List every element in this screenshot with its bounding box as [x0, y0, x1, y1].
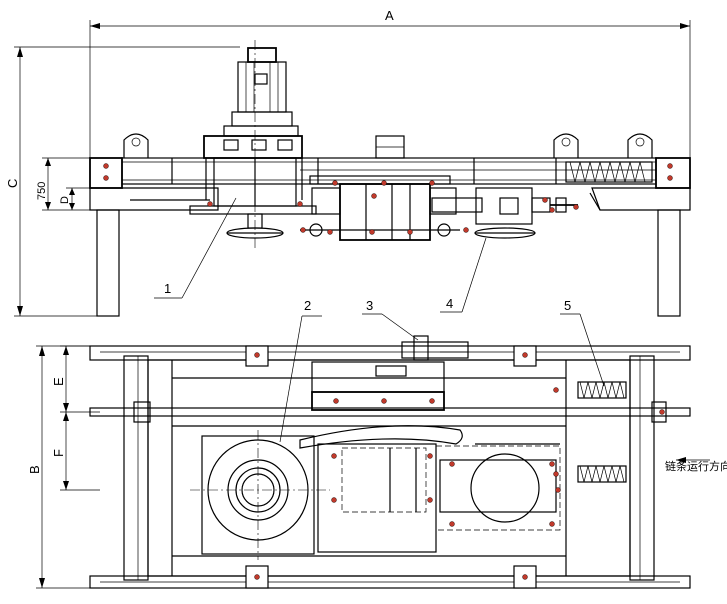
callout-1-label: 1 [164, 281, 171, 296]
dimension-c: C [5, 46, 240, 317]
mount-brackets [245, 345, 537, 589]
callout-3-label: 3 [366, 298, 373, 313]
limit-switch [401, 335, 469, 361]
idler-sprocket [435, 443, 561, 531]
dimension-b: B [27, 345, 100, 589]
callout-3: 3 [362, 298, 419, 341]
dimension-750: 750 [36, 157, 92, 211]
motor [223, 47, 299, 137]
callout-4: 4 [440, 237, 487, 313]
chain-direction-annotation: 链条运行方向 [665, 457, 727, 473]
gear-reducer [189, 40, 317, 250]
dimension-e: E [51, 345, 100, 413]
callout-5: 5 [560, 298, 605, 387]
dimension-e-label: E [51, 377, 66, 386]
dimension-a-label: A [385, 8, 394, 23]
dimension-b-label: B [27, 465, 42, 474]
left-leg [96, 209, 120, 317]
front-elevation-view [89, 40, 691, 317]
dimension-a: A [89, 8, 691, 160]
tension-springs [553, 381, 627, 483]
callout-5-label: 5 [564, 298, 571, 313]
dimension-d-label: D [59, 196, 71, 204]
sliding-carriage [300, 175, 469, 241]
callout-2-label: 2 [304, 298, 311, 313]
plan-view [89, 335, 691, 589]
drive-sprocket [190, 430, 330, 560]
tensioner-block [311, 361, 445, 411]
callout-4-label: 4 [446, 296, 453, 311]
dimension-c-label: C [5, 179, 20, 188]
dimension-f-label: F [51, 449, 66, 457]
right-leg [657, 209, 681, 317]
chain-direction-label: 链条运行方向 [665, 459, 727, 473]
callout-1: 1 [154, 197, 237, 299]
idler-assembly [431, 187, 579, 239]
dimension-d: D [59, 187, 92, 210]
dimension-f: F [51, 412, 100, 491]
dimension-750-label: 750 [36, 182, 48, 200]
tension-spring-side [565, 161, 653, 183]
callout-2: 2 [279, 298, 322, 443]
lifting-lugs [123, 133, 653, 158]
